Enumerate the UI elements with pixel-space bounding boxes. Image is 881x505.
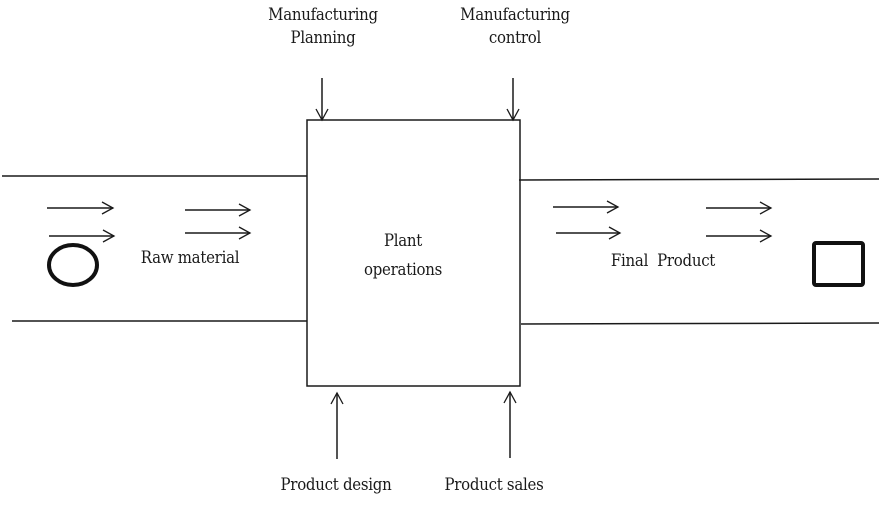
final-product-label: Final Product — [610, 251, 716, 271]
product-sales-label: Product sales — [444, 475, 544, 495]
manufacturing-planning-line1: Manufacturing — [268, 5, 378, 25]
square-icon — [812, 241, 865, 287]
manufacturing-control-line1: Manufacturing — [460, 5, 570, 25]
product-design-label: Product design — [280, 475, 392, 495]
manufacturing-control-label: Manufacturing control — [440, 4, 590, 50]
raw-material-label: Raw material — [140, 248, 240, 268]
circle-icon — [47, 243, 99, 287]
plant-operations-line2: operations — [364, 260, 442, 280]
final-product-channel-top-line — [518, 178, 880, 181]
manufacturing-control-line2: control — [488, 28, 542, 48]
manufacturing-planning-line2: Planning — [290, 28, 356, 48]
final-product-channel-bottom-line — [520, 322, 880, 325]
plant-operations-line1: Plant — [383, 231, 423, 251]
plant-operations-box — [306, 119, 521, 387]
plant-operations-label: Plant operations — [337, 227, 469, 285]
manufacturing-planning-label: Manufacturing Planning — [248, 4, 398, 50]
